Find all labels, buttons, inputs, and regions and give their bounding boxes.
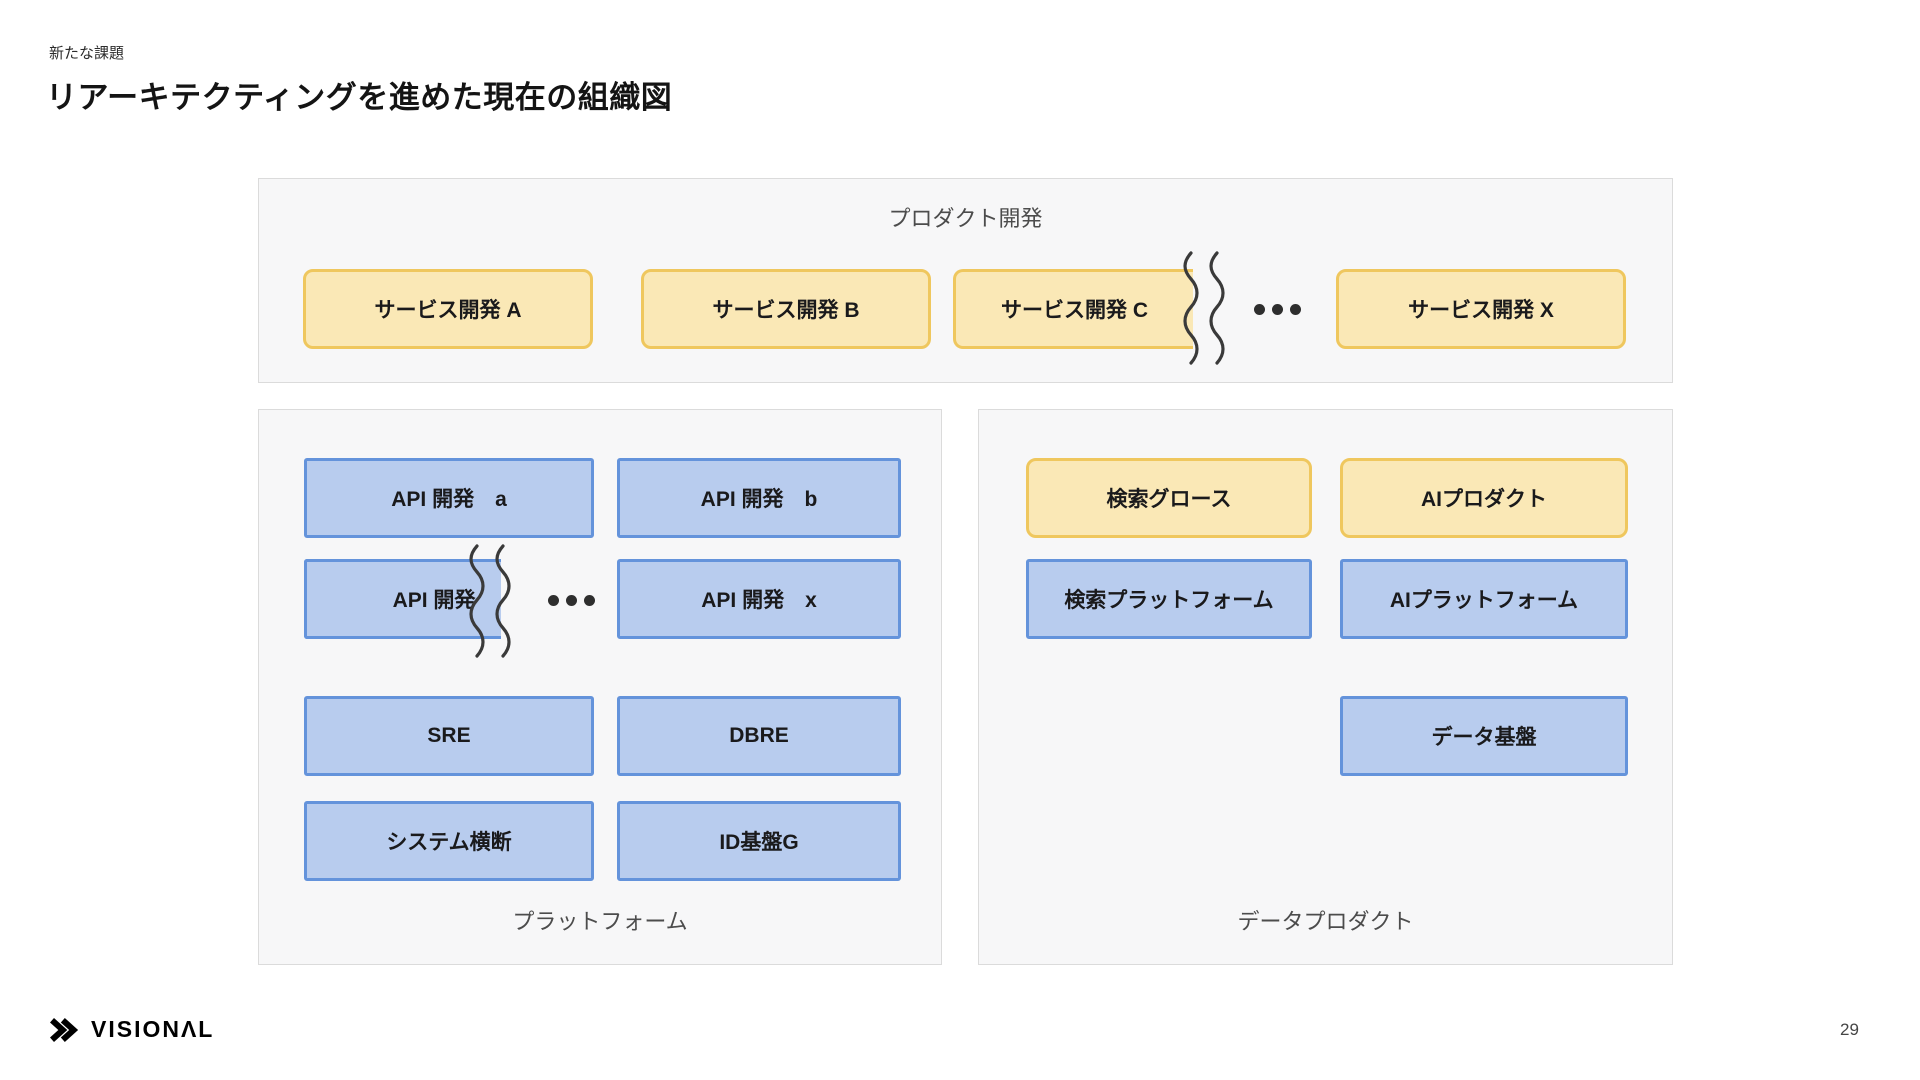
logo-text: VISIONΛL [91, 1016, 215, 1042]
org-box-dbre: DBRE [617, 696, 901, 776]
org-box-data-infra: データ基盤 [1340, 696, 1628, 776]
product-dev-panel: プロダクト開発 サービス開発 A サービス開発 B サービス開発 C サービス開… [258, 178, 1673, 383]
org-box-api-x: API 開発 x [617, 559, 901, 639]
panel-label-data-product: データプロダクト [1237, 909, 1414, 934]
org-box-service-a: サービス開発 A [303, 269, 593, 349]
panel-label-platform: プラットフォーム [512, 909, 688, 934]
page-number: 29 [1840, 1020, 1859, 1039]
logo-chevrons-icon [50, 1017, 79, 1042]
org-box-ai-product: AIプロダクト [1340, 458, 1628, 538]
org-box-search-growth: 検索グロース [1026, 458, 1312, 538]
page-title: リアーキテクティングを進めた現在の組織図 [46, 80, 673, 115]
eyebrow-text: 新たな課題 [49, 45, 125, 62]
tear-squiggle-icon [1183, 251, 1225, 365]
ellipsis-icon [1245, 299, 1309, 319]
data-product-panel: 検索グロース AIプロダクト 検索プラットフォーム AIプラットフォーム データ… [978, 409, 1673, 965]
visional-logo: VISIONΛL [48, 1016, 214, 1043]
platform-panel: API 開発 a API 開発 b API 開発 API 開発 x SRE DB… [258, 409, 942, 965]
org-box-ai-platform: AIプラットフォーム [1340, 559, 1628, 639]
org-box-system-cross: システム横断 [304, 801, 594, 881]
panel-label-product-dev: プロダクト開発 [888, 206, 1043, 231]
tear-squiggle-icon [469, 544, 511, 658]
org-box-api-b: API 開発 b [617, 458, 901, 538]
org-box-search-platform: 検索プラットフォーム [1026, 559, 1312, 639]
org-box-service-x: サービス開発 X [1336, 269, 1626, 349]
org-box-api-torn: API 開発 [304, 559, 501, 639]
ellipsis-icon [539, 590, 603, 610]
org-box-service-c: サービス開発 C [953, 269, 1193, 349]
org-box-sre: SRE [304, 696, 594, 776]
org-box-id-group: ID基盤G [617, 801, 901, 881]
org-box-api-a: API 開発 a [304, 458, 594, 538]
org-box-service-b: サービス開発 B [641, 269, 931, 349]
